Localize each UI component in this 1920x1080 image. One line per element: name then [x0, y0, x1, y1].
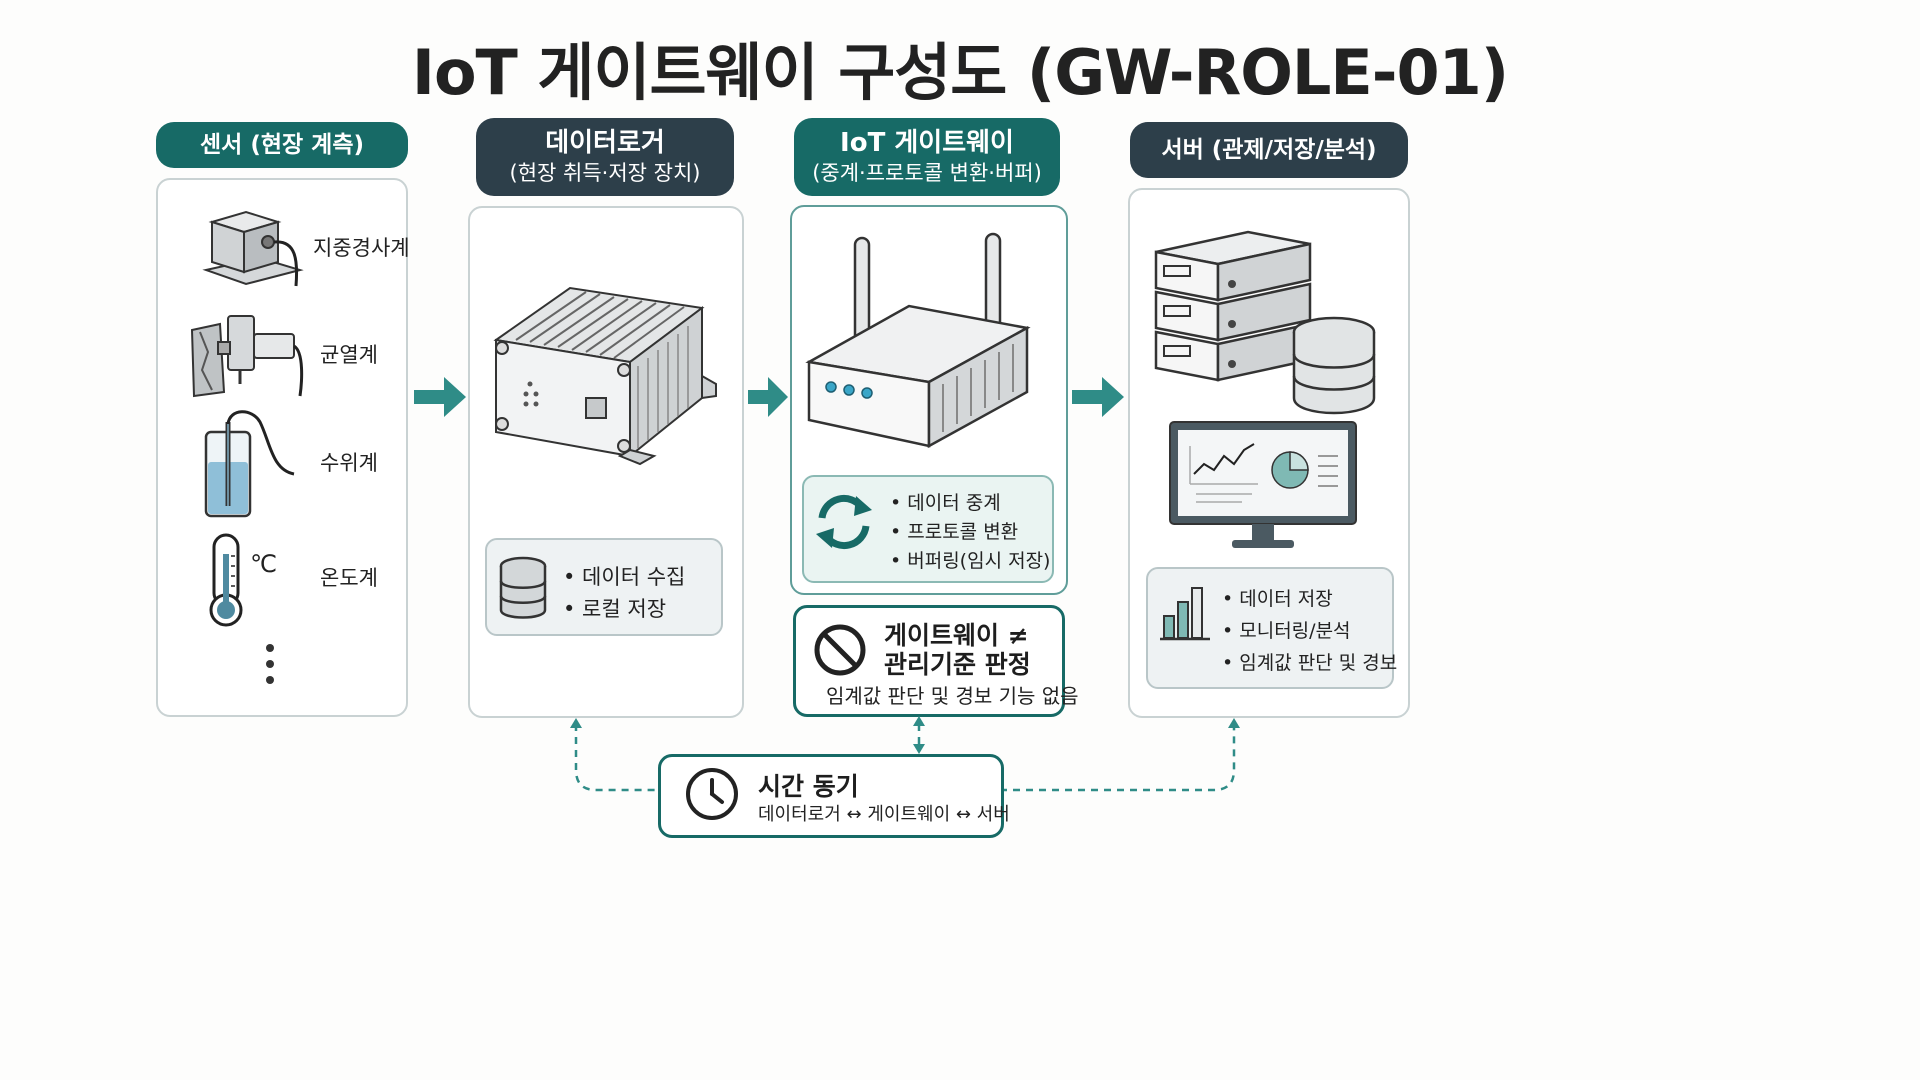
router-icon [805, 232, 1031, 449]
server-function-box [1146, 567, 1394, 689]
time-sync-title: 시간 동기 [758, 772, 859, 801]
gateway-bullet-relay: • 데이터 중계 [890, 492, 1001, 514]
gateway-header: IoT 게이트웨이 (중계·프로토콜 변환·버퍼) [794, 118, 1060, 196]
gateway-bullet-protocol: • 프로토콜 변환 [890, 521, 1019, 543]
bar-chart-icon [1160, 587, 1210, 641]
server-bullet-threshold: • 임계값 판단 및 경보 [1222, 652, 1398, 674]
warning-subtext: 임계값 판단 및 경보 기능 없음 [826, 684, 1079, 708]
warning-title-line1: 게이트웨이 ≠ [884, 621, 1029, 650]
logger-bullet-collect: • 데이터 수집 [563, 565, 686, 589]
data-logger-device-icon [493, 286, 717, 466]
arrow-right-icon [414, 377, 466, 417]
arrow-right-icon [748, 377, 788, 417]
server-header: 서버 (관제/저장/분석) [1130, 122, 1408, 178]
warning-title-line2: 관리기준 판정 [884, 650, 1031, 679]
page-title: IoT 게이트웨이 구성도 (GW-ROLE-01) [411, 36, 1509, 109]
server-header-label: 서버 (관제/저장/분석) [1161, 136, 1377, 163]
more-items-icon [266, 644, 274, 684]
prohibited-icon [814, 624, 866, 676]
server-rack-icon [1154, 230, 1376, 415]
gateway-header-title: IoT 게이트웨이 [840, 127, 1014, 158]
sensor-header: 센서 (현장 계측) [156, 122, 408, 168]
sensor-label-thermometer: 온도계 [320, 566, 378, 590]
server-bullet-monitoring: • 모니터링/분석 [1222, 620, 1351, 642]
monitor-chart-icon [1169, 421, 1357, 548]
logger-header-subtitle: (현장 취득·저장 장치) [509, 161, 701, 186]
logger-header-title: 데이터로거 [545, 127, 665, 158]
server-bullet-storage: • 데이터 저장 [1222, 588, 1333, 610]
clock-icon [686, 768, 738, 820]
gateway-warning-box [793, 605, 1065, 717]
thermometer-icon [209, 533, 243, 627]
arrow-right-icon [1072, 377, 1124, 417]
gateway-header-subtitle: (중계·프로토콜 변환·버퍼) [812, 161, 1042, 186]
logger-bullet-local-storage: • 로컬 저장 [563, 597, 667, 621]
sensor-label-inclinometer: 지중경사계 [313, 236, 410, 260]
sensor-label-crack-gauge: 균열계 [320, 343, 378, 367]
inclinometer-icon [202, 210, 304, 287]
time-sync-subtitle: 데이터로거 ↔ 게이트웨이 ↔ 서버 [758, 804, 1010, 825]
sync-cycle-icon [816, 495, 872, 549]
crack-gauge-icon [190, 315, 304, 398]
gateway-function-box [802, 475, 1054, 583]
logger-header: 데이터로거 (현장 취득·저장 장치) [476, 118, 734, 196]
celsius-symbol: ℃ [250, 550, 277, 578]
database-icon [499, 556, 547, 619]
water-level-gauge-icon [204, 410, 295, 518]
sensor-header-label: 센서 (현장 계측) [200, 131, 364, 158]
sensor-label-water-level: 수위계 [320, 451, 378, 475]
gateway-bullet-buffering: • 버퍼링(임시 저장) [890, 550, 1051, 572]
